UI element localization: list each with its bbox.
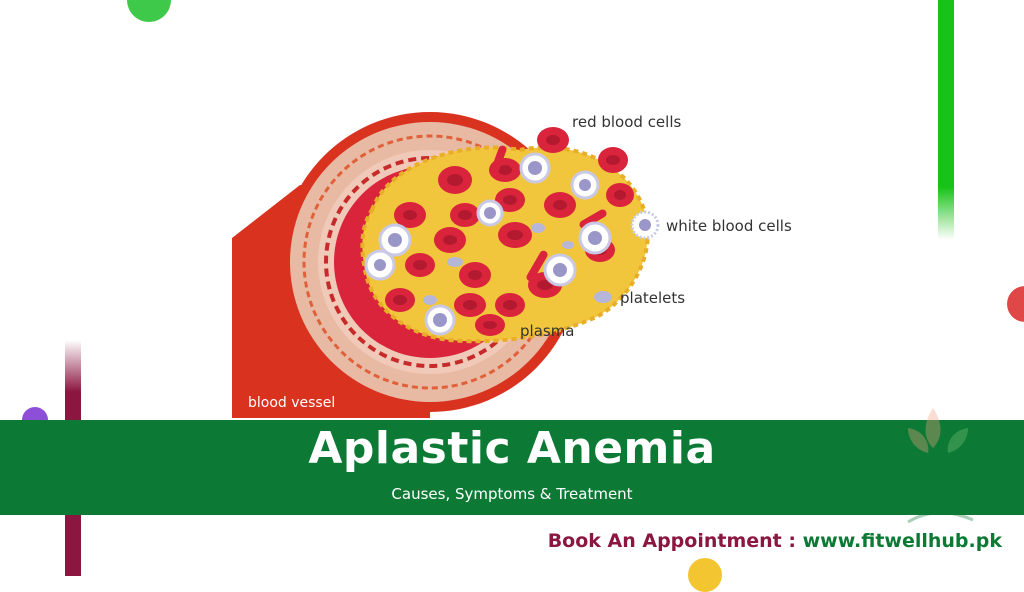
title-banner bbox=[0, 420, 1024, 515]
decorative-red-dot bbox=[1007, 286, 1024, 322]
appointment-label: Book An Appointment : bbox=[547, 530, 796, 552]
appointment-line: Book An Appointment : www.fitwellhub.pk bbox=[548, 530, 1002, 552]
white-blood-cells bbox=[364, 152, 660, 336]
label-platelets: platelets bbox=[620, 289, 685, 307]
decorative-green-bar bbox=[938, 0, 954, 240]
page-title: Aplastic Anemia bbox=[308, 423, 716, 474]
red-blood-cells bbox=[385, 127, 634, 336]
page-subtitle: Causes, Symptoms & Treatment bbox=[391, 485, 633, 503]
fitwellhub-logo-icon bbox=[901, 408, 974, 524]
label-plasma: plasma bbox=[520, 322, 575, 340]
decorative-yellow-dot bbox=[688, 558, 722, 592]
blood-vessel-illustration: red blood cells white blood cells platel… bbox=[232, 112, 792, 418]
website-link[interactable]: www.fitwellhub.pk bbox=[802, 530, 1002, 552]
label-red-blood-cells: red blood cells bbox=[572, 113, 681, 131]
decorative-green-dot bbox=[127, 0, 171, 22]
platelets bbox=[423, 223, 612, 305]
label-blood-vessel: blood vessel bbox=[248, 395, 335, 411]
label-white-blood-cells: white blood cells bbox=[666, 217, 792, 235]
